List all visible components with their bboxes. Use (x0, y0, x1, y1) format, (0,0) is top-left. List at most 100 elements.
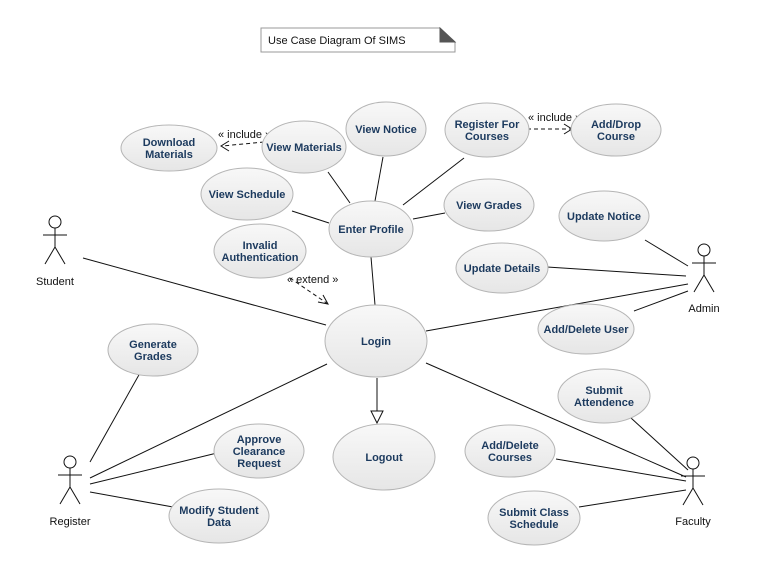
use-case-label-line: Add/Delete User (544, 324, 630, 336)
use-case-label-line: Request (237, 458, 281, 470)
use-case-label-line: Generate (129, 339, 177, 351)
svg-text:Login: Login (361, 336, 391, 348)
use-case-label-line: Update Details (464, 263, 540, 275)
assoc-register-login (89, 363, 328, 479)
use-case-login[interactable]: Login (324, 304, 428, 378)
stick-figure-icon (58, 455, 82, 505)
assoc-admin-login (425, 283, 689, 332)
use-case-label-line: Data (207, 517, 232, 529)
use-case-label-line: Add/Delete (481, 440, 538, 452)
use-case-view-notice[interactable]: View Notice (345, 101, 427, 157)
use-case-update-details[interactable]: Update Details (455, 242, 549, 294)
use-case-label-line: Download (143, 137, 196, 149)
assoc-student-login (82, 257, 327, 326)
stick-figure-icon (681, 456, 705, 506)
use-case-label-line: View Materials (266, 142, 342, 154)
stick-figure-icon (43, 215, 67, 265)
use-case-view-materials[interactable]: View Materials (261, 120, 347, 174)
use-case-label-line: View Grades (456, 200, 522, 212)
diagram-title: Use Case Diagram Of SIMS (268, 35, 406, 47)
assoc-login-enter-profile (370, 256, 376, 306)
assoc-faculty-add-delete-courses (555, 458, 687, 482)
use-case-label-line: Courses (465, 131, 509, 143)
assoc-admin-add-delete-user (633, 290, 689, 312)
associations (82, 156, 689, 508)
svg-text:Enter Profile: Enter Profile (338, 224, 403, 236)
use-case-label-line: Grades (134, 351, 172, 363)
extend-stereotype-login: « extend » (287, 274, 338, 286)
use-case-label-line: Register For (455, 119, 521, 131)
svg-text:View Grades: View Grades (456, 200, 522, 212)
use-case-label-line: Course (597, 131, 635, 143)
assoc-faculty-submit-class-schedule (578, 489, 687, 508)
use-case-enter-profile[interactable]: Enter Profile (328, 200, 414, 258)
assoc-enter-profile-view-schedule (291, 210, 330, 224)
diagram-title-note[interactable]: Use Case Diagram Of SIMS (260, 26, 457, 53)
stick-figure-icon (692, 243, 716, 293)
assoc-register-modify-student (89, 491, 174, 508)
use-case-label-line: Update Notice (567, 211, 641, 223)
extend-invalid-auth-login: « extend » (287, 274, 338, 305)
use-case-label-line: Login (361, 336, 391, 348)
actor-label-faculty: Faculty (675, 516, 711, 528)
svg-text:View Schedule: View Schedule (209, 189, 286, 201)
use-case-add-delete-user[interactable]: Add/Delete User (537, 303, 635, 355)
assoc-admin-update-details (546, 266, 687, 277)
include-view-materials-download: « include » (218, 129, 271, 152)
svg-text:Update Notice: Update Notice (567, 211, 641, 223)
use-case-label-line: Submit (585, 385, 623, 397)
use-case-label-line: Add/Drop (591, 119, 641, 131)
actor-label-admin: Admin (688, 303, 719, 315)
use-case-label-line: Attendence (574, 397, 634, 409)
assoc-admin-update-notice (644, 239, 689, 267)
use-case-label-line: Submit Class (499, 507, 569, 519)
use-case-update-notice[interactable]: Update Notice (558, 190, 650, 242)
svg-text:Add/Delete User: Add/Delete User (544, 324, 630, 336)
use-case-label-line: Materials (145, 149, 193, 161)
use-case-logout[interactable]: Logout (332, 423, 436, 491)
actor-label-student: Student (36, 276, 74, 288)
svg-text:View Materials: View Materials (266, 142, 342, 154)
use-case-label-line: Invalid (243, 240, 278, 252)
include-register-add-drop: « include » (527, 112, 581, 135)
assoc-register-generate-grades (89, 372, 141, 463)
svg-text:Logout: Logout (365, 452, 403, 464)
use-case-label-line: Authentication (222, 252, 299, 264)
assoc-enter-profile-view-materials (327, 171, 351, 204)
assoc-enter-profile-view-grades (412, 212, 446, 220)
actor-faculty[interactable]: Faculty (675, 456, 711, 528)
actor-student[interactable]: Student (36, 215, 74, 288)
use-case-label-line: View Schedule (209, 189, 286, 201)
assoc-register-approve-clearance (89, 452, 218, 485)
use-case-view-grades[interactable]: View Grades (443, 178, 535, 232)
include-stereotype-materials: « include » (218, 129, 271, 141)
use-case-view-schedule[interactable]: View Schedule (200, 167, 294, 221)
assoc-enter-profile-view-notice (374, 156, 384, 202)
actor-admin[interactable]: Admin (688, 243, 720, 315)
assoc-faculty-submit-attendence (630, 417, 689, 471)
use-case-label-line: Clearance (233, 446, 286, 458)
actor-register[interactable]: Register (50, 455, 91, 528)
use-case-label-line: View Notice (355, 124, 417, 136)
